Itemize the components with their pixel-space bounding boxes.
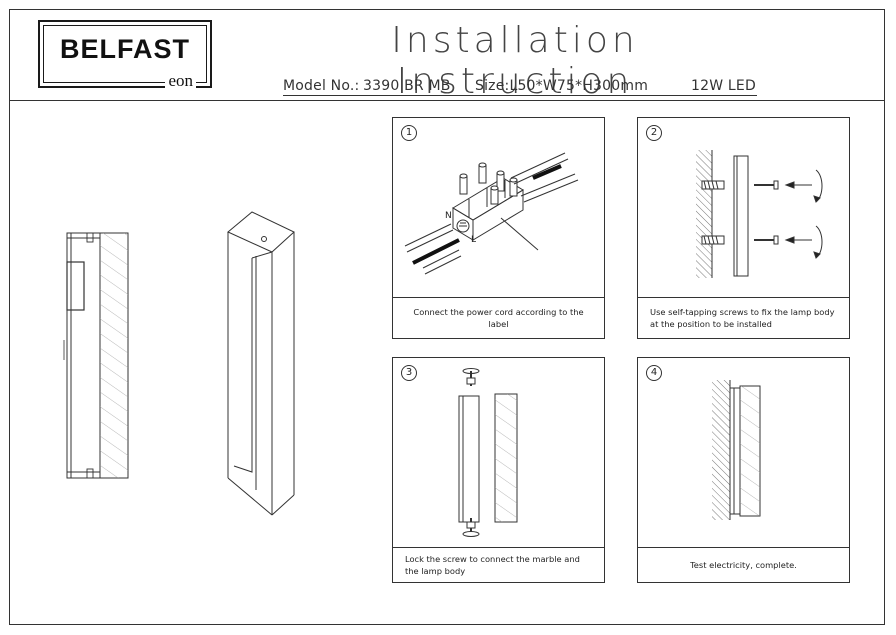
step-3-caption-row: Lock the screw to connect the marble and… (393, 547, 604, 582)
step-1-caption-row: Connect the power cord according to the … (393, 297, 604, 338)
model-label: Model No.: (283, 78, 360, 94)
step-3-number: 3 (401, 365, 417, 381)
model-info-line: Model No.:3390 BR MB Size:L50*W75*H300mm 1… (283, 78, 757, 96)
logo-outer-frame (38, 20, 212, 88)
header-divider (9, 100, 885, 101)
marble-assembly-illustration (458, 368, 518, 537)
step-3-panel: 3 Lock the screw to connect the marble a… (392, 357, 605, 583)
step-1-caption: Connect the power cord according to the … (413, 307, 584, 329)
step-2-panel: 2 Use self-tappi (637, 117, 850, 339)
step-4-caption-row: Test electricity, complete. (638, 547, 849, 582)
wire-label-live: L (471, 235, 476, 245)
sheet-border (9, 9, 885, 625)
brand-sub: eon (165, 72, 196, 90)
step-1-panel: 1 (392, 117, 605, 339)
logo-inner-frame (43, 25, 207, 83)
model-value: 3390 BR MB (363, 78, 451, 94)
brand-name: BELFAST (59, 34, 190, 64)
step-4-number: 4 (646, 365, 662, 381)
step-4-panel: 4 Test electricity, complete. (637, 357, 850, 583)
step-4-caption: Test electricity, complete. (690, 560, 797, 570)
wire-label-neutral: N (445, 211, 452, 221)
mounting-illustration (696, 150, 823, 278)
step-1-number: 1 (401, 125, 417, 141)
step-2-caption: Use self-tapping screws to fix the lamp … (650, 307, 835, 329)
power-spec: 12W LED (691, 78, 756, 94)
step-2-caption-row: Use self-tapping screws to fix the lamp … (638, 297, 849, 338)
brand-logo: BELFAST eon (38, 20, 212, 90)
step-2-number: 2 (646, 125, 662, 141)
size-spec: Size:L50*W75*H300mm (475, 78, 649, 94)
wiring-illustration: N L (404, 152, 579, 275)
isometric-view-drawing (227, 211, 295, 516)
installed-view-illustration (712, 380, 761, 520)
step-3-caption: Lock the screw to connect the marble and… (405, 554, 580, 576)
side-view-drawing (63, 232, 129, 479)
